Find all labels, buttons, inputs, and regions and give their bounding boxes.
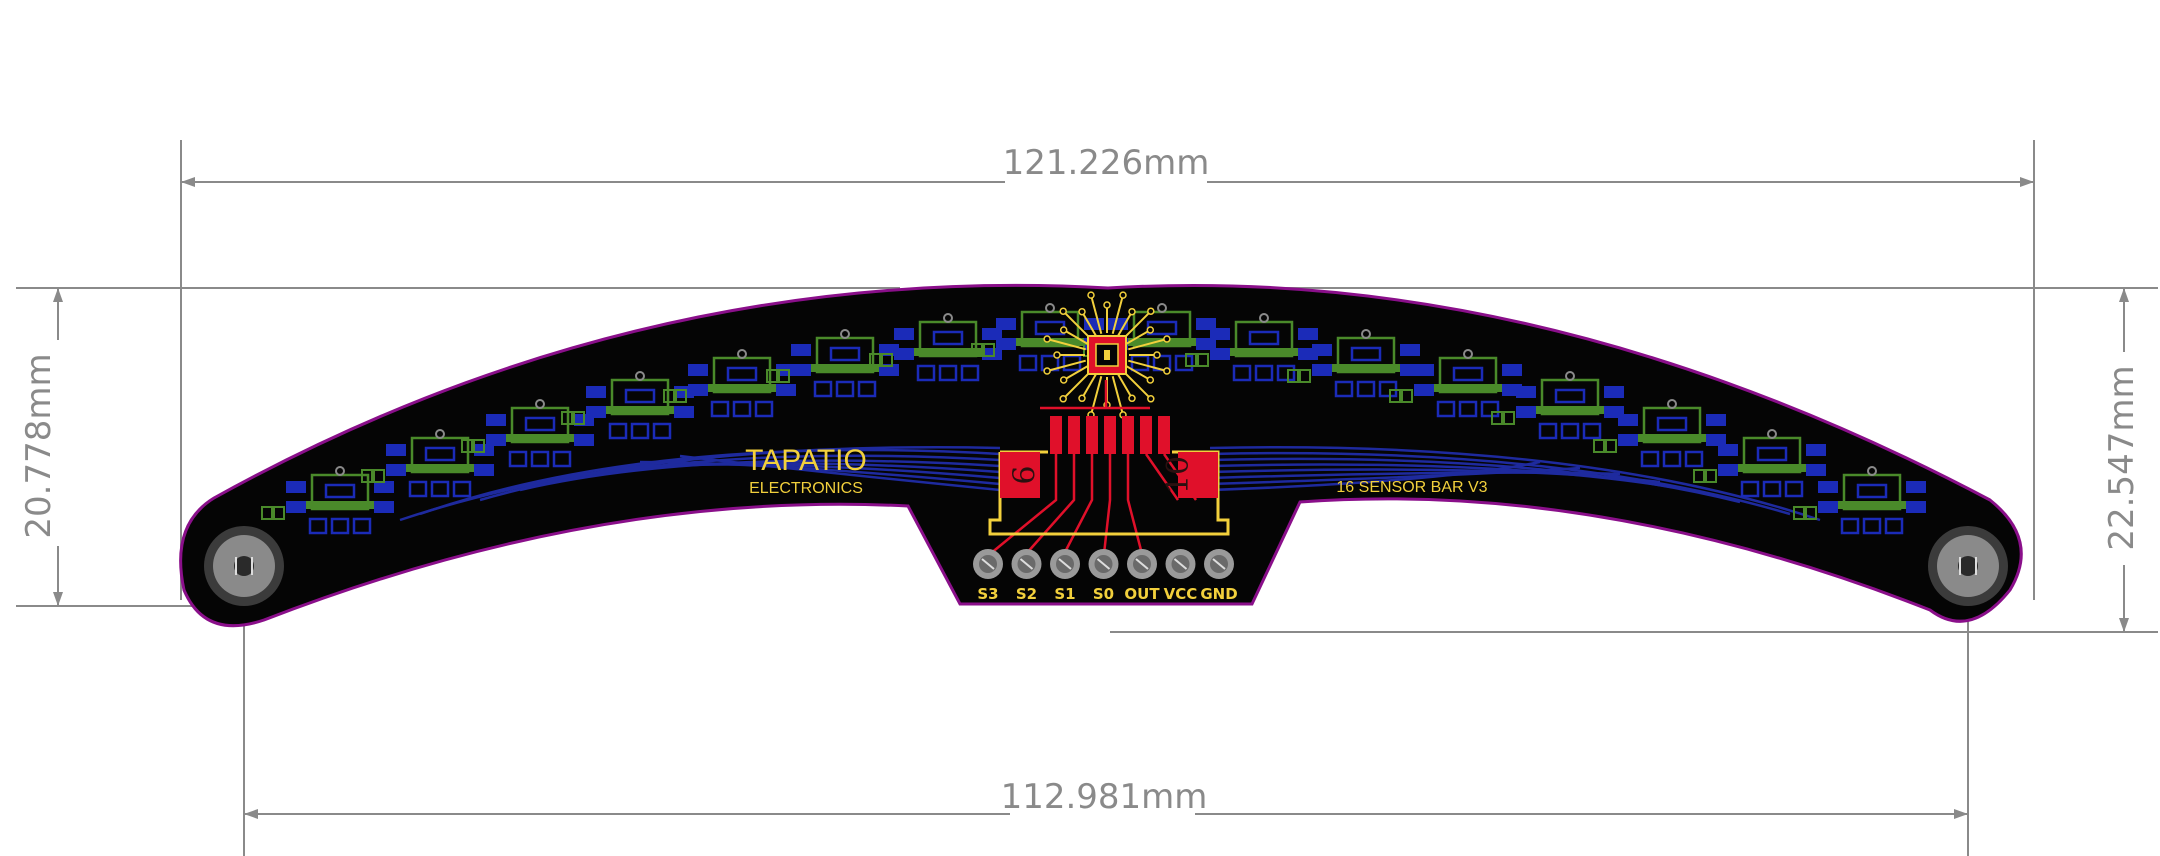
dimension-arrows	[53, 177, 2129, 819]
dim-right-height: 22.547mm	[2102, 365, 2142, 550]
header-pin-label: S3	[977, 585, 998, 603]
header-pin: OUT	[1124, 549, 1160, 603]
header-pin: VCC	[1164, 549, 1198, 603]
ir-sensor	[561, 371, 694, 440]
header-pin: S3	[973, 549, 1003, 603]
mounting-hole-left	[204, 526, 284, 606]
sensor-array	[261, 303, 1926, 535]
multiplexer-ic	[1043, 291, 1171, 419]
ir-sensor	[869, 313, 1002, 382]
header-pin-label: S2	[1016, 585, 1037, 603]
dim-left-height: 20.778mm	[19, 353, 59, 538]
blue-traces	[399, 446, 1821, 522]
dim-hole-spacing: 112.981mm	[1001, 777, 1208, 817]
ir-sensor	[1491, 371, 1624, 440]
ir-sensor	[1389, 349, 1522, 418]
board-name-text: 16 SENSOR BAR V3	[1336, 479, 1487, 496]
connector-red-traces	[989, 380, 1198, 555]
ir-sensor	[261, 466, 394, 535]
header-pin-label: VCC	[1164, 585, 1198, 603]
part-9-body	[1000, 452, 1040, 498]
ir-sensor	[1793, 466, 1926, 535]
header-pin-label: GND	[1200, 585, 1237, 603]
header-pin: S2	[1011, 549, 1042, 603]
part-10-label: 10	[1161, 456, 1196, 494]
header-pin-label: OUT	[1124, 585, 1160, 603]
header-pin: GND	[1200, 549, 1238, 603]
ic-fanout-traces	[1043, 291, 1171, 419]
part-10-body	[1178, 452, 1218, 498]
ir-sensor	[1287, 329, 1420, 398]
ir-sensor	[1693, 429, 1826, 498]
ir-sensor	[1185, 313, 1318, 382]
ir-sensor	[1593, 399, 1726, 468]
dim-overall-width: 121.226mm	[1003, 143, 1210, 183]
dimension-lines	[16, 140, 2158, 856]
header-pin: S1	[1050, 549, 1080, 603]
connector-pad-row	[1050, 416, 1170, 454]
header-pin-label: S1	[1054, 585, 1075, 603]
brand-sub-text: ELECTRONICS	[749, 480, 863, 497]
header-pin-label: S0	[1093, 585, 1114, 603]
pcb-board	[179, 283, 2023, 628]
part-9-label: 9	[1004, 465, 1039, 484]
brand-logo-text: TAPATIO	[745, 444, 867, 477]
header-pin: S0	[1088, 549, 1119, 603]
mounting-hole-right	[1928, 526, 2008, 606]
ir-sensor	[663, 349, 796, 418]
ir-sensor	[766, 329, 899, 398]
